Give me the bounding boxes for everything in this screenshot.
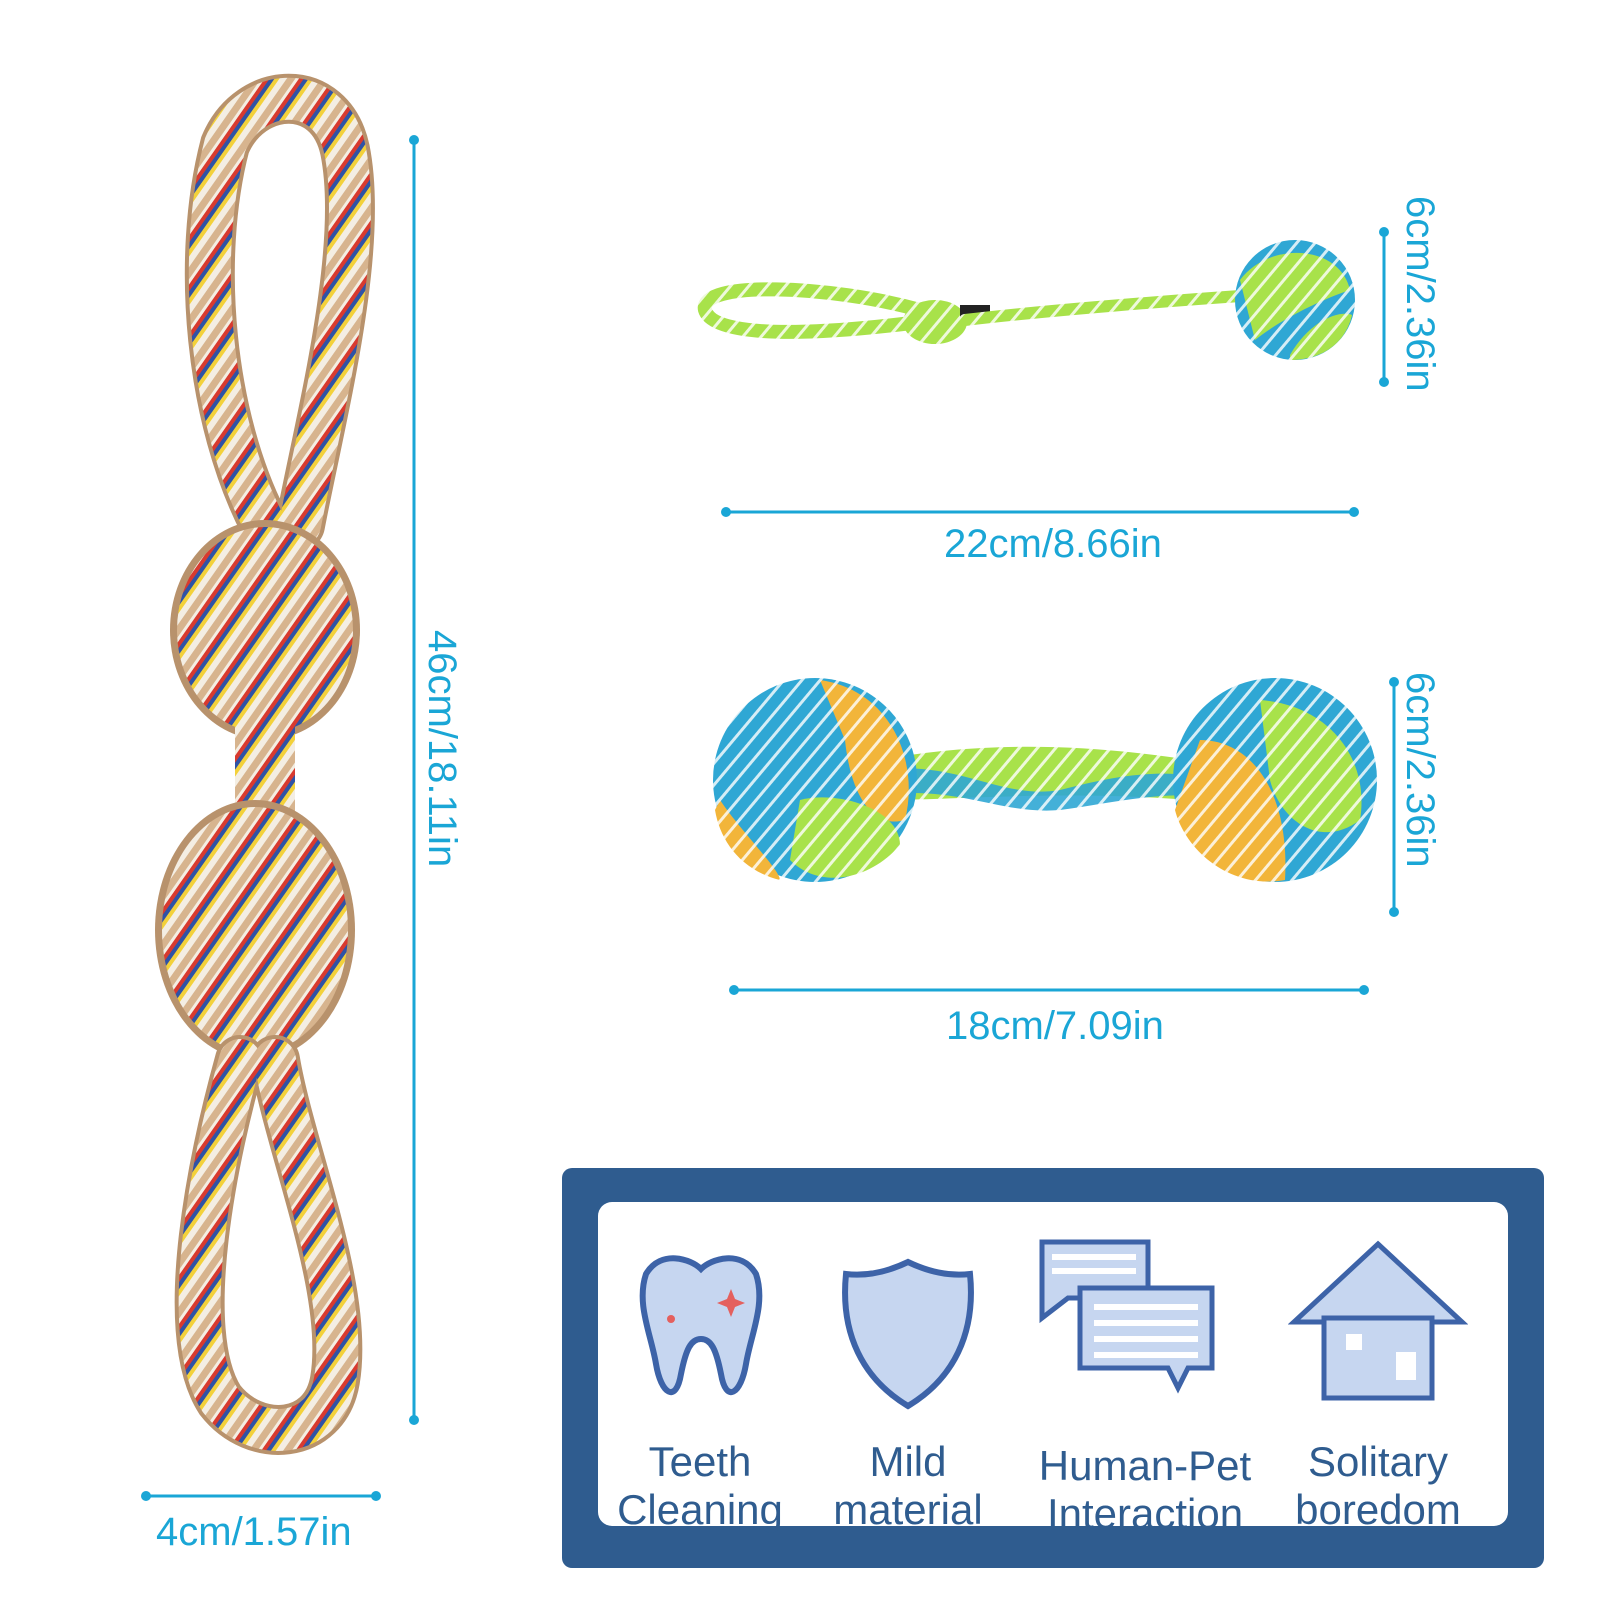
ball-rope-ball-dimension bbox=[1379, 227, 1389, 387]
ball-rope-length-dimension bbox=[721, 507, 1359, 517]
dumbbell-length-dimension bbox=[729, 985, 1369, 995]
big-rope-length-dimension bbox=[409, 135, 419, 1425]
ball-rope-ball-label: 6cm/2.36in bbox=[1398, 196, 1442, 392]
feature-label-solitary-boredom: Solitary boredom bbox=[1295, 1438, 1461, 1533]
shield-icon bbox=[842, 1258, 974, 1410]
feature-label-teeth-cleaning: Teeth Cleaning bbox=[617, 1438, 783, 1533]
dumbbell-length-label: 18cm/7.09in bbox=[946, 1004, 1164, 1048]
feature-label-mild-material: Mild material bbox=[833, 1438, 983, 1533]
dumbbell-ball-label: 6cm/2.36in bbox=[1398, 672, 1442, 868]
ball-rope-length-label: 22cm/8.66in bbox=[944, 522, 1162, 566]
big-rope-width-dimension bbox=[141, 1491, 381, 1501]
chat-bubbles-icon bbox=[1039, 1239, 1215, 1394]
dumbbell-toy bbox=[713, 678, 1377, 882]
features-panel-inner: Teeth Cleaning Mild material Human-Pet I… bbox=[598, 1202, 1508, 1537]
big-rope-width-label: 4cm/1.57in bbox=[156, 1510, 352, 1554]
features-panel: Teeth Cleaning Mild material Human-Pet I… bbox=[562, 1168, 1544, 1568]
tooth-icon bbox=[639, 1255, 763, 1396]
ball-rope-toy bbox=[697, 240, 1355, 360]
dumbbell-ball-dimension bbox=[1389, 677, 1399, 917]
big-rope-length-label: 46cm/18.11in bbox=[420, 630, 464, 868]
feature-label-human-pet-interaction: Human-Pet Interaction bbox=[1038, 1442, 1252, 1537]
big-tug-rope bbox=[155, 73, 375, 1455]
house-icon bbox=[1288, 1240, 1468, 1401]
